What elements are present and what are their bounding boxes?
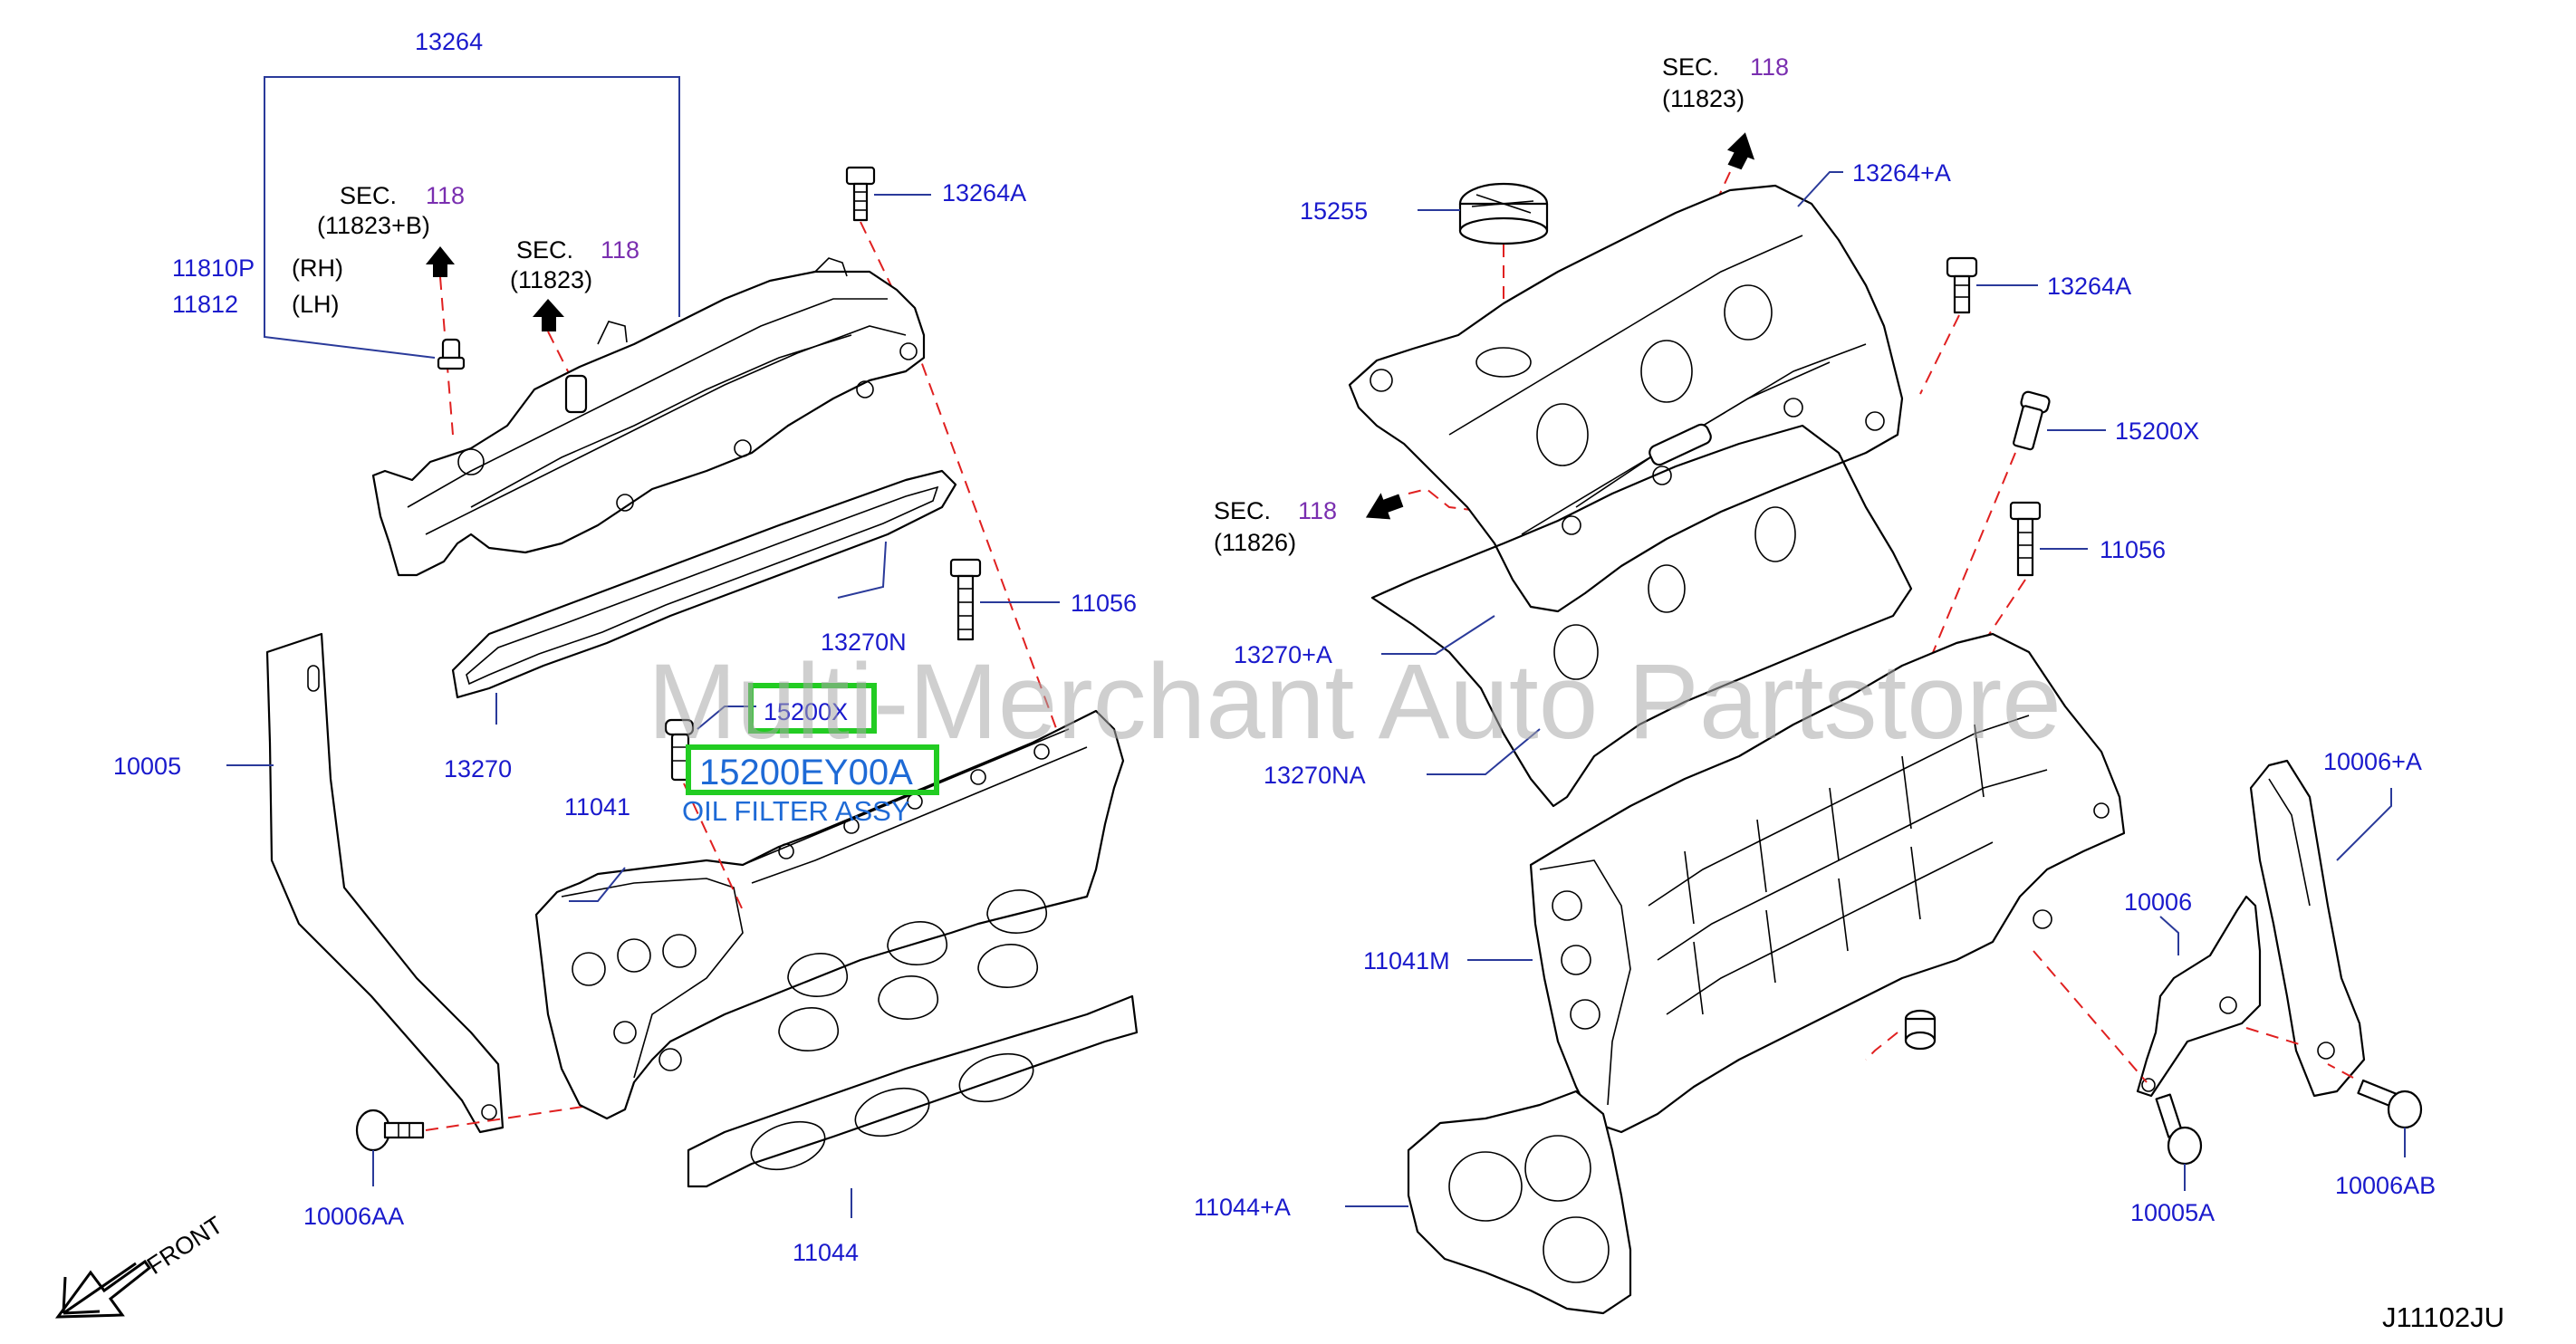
gasket-13270plusa xyxy=(1370,424,1913,808)
part-label-10005[interactable]: 10005 xyxy=(113,753,181,780)
part-label-11041m[interactable]: 11041M xyxy=(1363,947,1450,974)
part-label-15200x-left[interactable]: 15200X xyxy=(764,698,848,725)
pcv-valve-11810p-icon xyxy=(437,338,466,370)
head-gasket-right-11044plusa xyxy=(1407,1090,1632,1315)
section-ref-3-sec: SEC. xyxy=(1662,53,1719,81)
dowel-pin-icon xyxy=(1904,1009,1937,1051)
oil-filter-15200x-left-icon xyxy=(664,718,695,782)
part-label-13264a-right[interactable]: 13264A xyxy=(2047,273,2131,300)
part-label-10005a[interactable]: 10005A xyxy=(2130,1199,2215,1226)
diagram-ref-code: J11102JU xyxy=(2382,1301,2504,1333)
part-label-11056-right[interactable]: 11056 xyxy=(2100,536,2166,563)
section-ref-4-code: (11826) xyxy=(1214,529,1296,556)
part-number-15200ey00a[interactable]: 15200EY00A xyxy=(699,753,913,792)
section-ref-2-sec: SEC. xyxy=(516,236,573,264)
bolt-10006aa-icon xyxy=(355,1109,425,1152)
section-ref-4-sec: SEC. xyxy=(1214,497,1271,524)
section-arrow-2-icon xyxy=(533,299,564,331)
part-label-11812[interactable]: 11812 xyxy=(172,291,238,318)
part-label-15200x-right[interactable]: 15200X xyxy=(2115,418,2199,445)
front-label: FRONT xyxy=(142,1211,227,1280)
front-direction-arrow-icon xyxy=(54,1259,152,1319)
part-label-10006[interactable]: 10006 xyxy=(2124,888,2192,916)
section-arrow-4-icon xyxy=(1365,493,1404,520)
bolt-10005a-icon xyxy=(2155,1093,2203,1166)
part-label-13264plusa[interactable]: 13264+A xyxy=(1852,159,1951,187)
rh-note: (RH) xyxy=(292,254,343,282)
watermark-text: Multi-Merchant Auto Partstore xyxy=(648,642,2062,762)
bracket-10006plusa xyxy=(2249,759,2366,1098)
bracket-10006 xyxy=(2136,895,2262,1098)
oil-filter-15200x-right-icon xyxy=(2013,390,2051,451)
part-label-10006aa[interactable]: 10006AA xyxy=(303,1203,404,1230)
part-label-13270[interactable]: 13270 xyxy=(444,755,512,782)
part-label-11044plusa[interactable]: 11044+A xyxy=(1194,1194,1291,1221)
part-label-13264[interactable]: 13264 xyxy=(415,28,483,55)
section-arrow-3-icon xyxy=(1727,132,1755,170)
part-label-15255[interactable]: 15255 xyxy=(1300,197,1368,225)
part-label-11810p[interactable]: 11810P xyxy=(172,254,255,282)
oil-cap-15255-icon xyxy=(1458,182,1549,245)
part-label-13270plusa[interactable]: 13270+A xyxy=(1234,641,1332,668)
bracket-10005 xyxy=(265,632,505,1134)
section-ref-2-num[interactable]: 118 xyxy=(601,236,639,264)
cylinder-head-left-11041 xyxy=(534,709,1125,1120)
part-label-13264a-left[interactable]: 13264A xyxy=(942,179,1026,206)
cylinder-head-right-11041m xyxy=(1529,632,2126,1134)
highlight-box-part-number[interactable] xyxy=(686,744,939,795)
section-ref-1-sec: SEC. xyxy=(340,182,397,209)
leader-13264-bracket xyxy=(264,76,680,317)
highlight-box-15200x[interactable] xyxy=(748,683,877,734)
bolt-11056-left-icon xyxy=(949,558,982,641)
section-arrow-1-icon xyxy=(426,246,455,277)
head-gasket-left-11044 xyxy=(687,994,1139,1188)
bolt-13264a-right-icon xyxy=(1946,256,1978,314)
part-description: OIL FILTER ASSY xyxy=(682,795,910,827)
leader-11810p xyxy=(264,303,436,359)
bolt-13264a-left-icon xyxy=(845,166,876,222)
section-ref-4-num[interactable]: 118 xyxy=(1298,497,1337,524)
part-label-10006ab[interactable]: 10006AB xyxy=(2335,1172,2436,1199)
part-label-11044[interactable]: 11044 xyxy=(793,1239,859,1266)
rocker-cover-left-13264 xyxy=(371,257,926,577)
bolt-10006ab-icon xyxy=(2357,1079,2423,1129)
part-label-11056-left[interactable]: 11056 xyxy=(1071,590,1137,617)
section-ref-3-code: (11823) xyxy=(1662,85,1745,112)
part-label-10006plusa[interactable]: 10006+A xyxy=(2323,748,2422,775)
part-label-11041[interactable]: 11041 xyxy=(564,793,630,821)
section-ref-1-num[interactable]: 118 xyxy=(426,182,465,209)
rocker-cover-right-13264a xyxy=(1348,184,1904,613)
section-ref-2-code: (11823) xyxy=(510,266,592,293)
lh-note: (LH) xyxy=(292,291,340,318)
part-label-13270na[interactable]: 13270NA xyxy=(1264,762,1366,789)
section-ref-3-num[interactable]: 118 xyxy=(1750,53,1789,81)
part-label-13270n[interactable]: 13270N xyxy=(821,629,907,656)
bolt-11056-right-icon xyxy=(2009,501,2042,577)
gasket-13270n xyxy=(451,469,957,699)
section-ref-1-code: (11823+B) xyxy=(317,212,430,239)
